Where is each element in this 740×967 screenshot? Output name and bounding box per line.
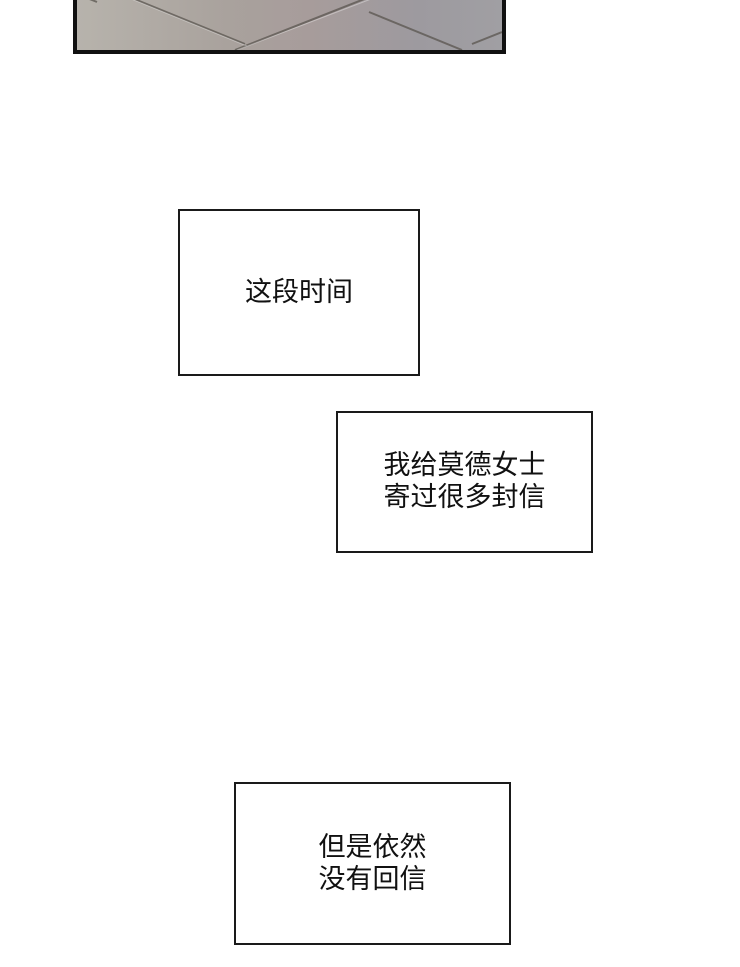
caption-line: 这段时间 [245,276,353,308]
tile-floor-pattern [89,0,502,50]
caption-line: 寄过很多封信 [383,482,546,513]
caption-text: 但是依然 没有回信 [319,832,427,896]
caption-box-letters-sent: 我给莫德女士 寄过很多封信 [336,411,593,553]
caption-line: 但是依然 [318,831,427,863]
caption-box-no-reply: 但是依然 没有回信 [234,782,511,945]
comic-panel-floor-image [73,0,506,54]
caption-box-this-period: 这段时间 [178,209,420,376]
caption-text: 这段时间 [245,277,353,309]
caption-line: 我给莫德女士 [383,450,546,481]
caption-text: 我给莫德女士 寄过很多封信 [384,450,546,514]
caption-line: 没有回信 [318,863,427,895]
